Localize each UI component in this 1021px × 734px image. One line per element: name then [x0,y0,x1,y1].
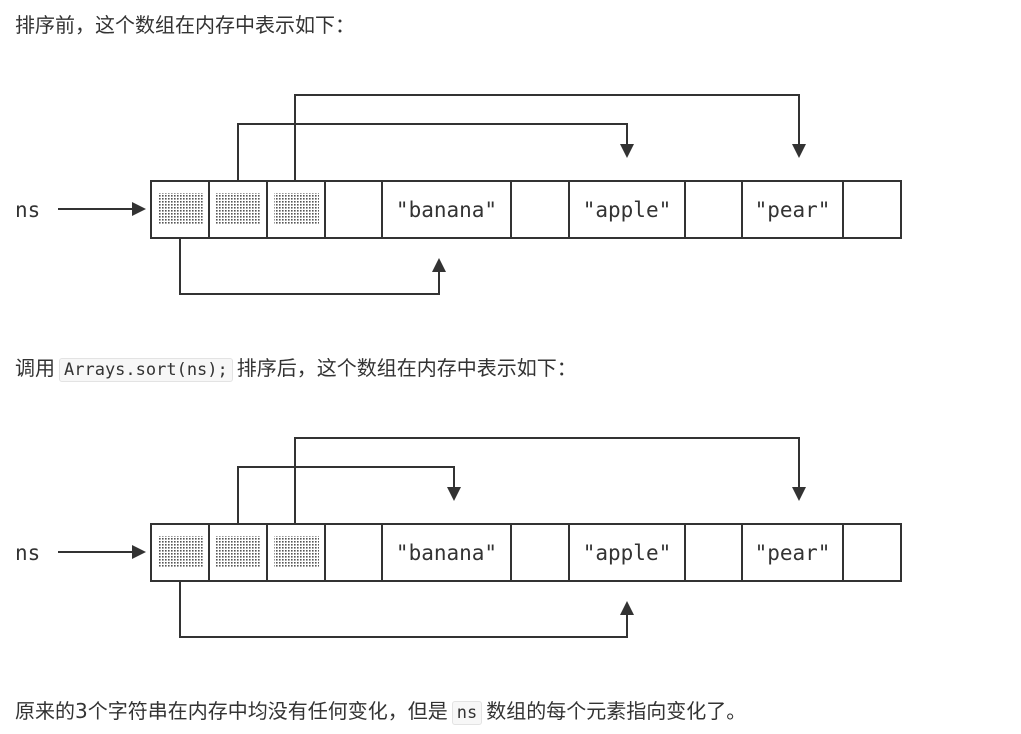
ns-arrow-head [132,202,146,216]
reference-cell-1 [216,536,261,568]
memory-diagram-after: ns "banana" "apple" "pear" [15,437,902,638]
pointer-arrow-1 [237,123,628,181]
pointer-arrow-1-head [620,144,634,158]
pointer-arrow-1 [237,466,455,524]
reference-cell-0 [158,536,203,568]
pointer-arrow-2-head [792,144,806,158]
memory-diagram-before: ns "banana" "apple" "pear" [15,94,902,295]
memory-block-outline [150,523,902,582]
paragraph-conclusion-prefix: 原来的3个字符串在内存中均没有任何变化，但是 [15,699,448,723]
inline-code-ns: ns [451,701,483,725]
string-cell-pear: "pear" [755,198,831,222]
variable-label-ns: ns [15,541,40,565]
pointer-arrow-0 [179,238,440,295]
paragraph-after-prefix: 调用 [15,356,55,380]
paragraph-before: 排序前，这个数组在内存中表示如下： [15,11,355,39]
pointer-arrow-0-head [620,601,634,615]
paragraph-conclusion-suffix: 数组的每个元素指向变化了。 [486,699,747,723]
pointer-arrow-0-head [432,258,446,272]
string-cell-banana: "banana" [396,541,497,565]
memory-block-outline [150,180,902,239]
pointer-arrow-1-head [447,487,461,501]
pointer-arrow-2 [294,437,800,524]
string-cell-apple: "apple" [583,541,672,565]
reference-cell-2 [274,193,319,225]
paragraph-after-suffix: 排序后，这个数组在内存中表示如下： [236,356,577,380]
ns-arrow-head [132,545,146,559]
reference-cell-0 [158,193,203,225]
reference-cell-1 [216,193,261,225]
reference-cell-2 [274,536,319,568]
variable-label-ns: ns [15,198,40,222]
pointer-arrow-2 [294,94,800,181]
pointer-arrow-2-head [792,487,806,501]
paragraph-before-text: 排序前，这个数组在内存中表示如下： [15,13,355,37]
string-cell-banana: "banana" [396,198,497,222]
inline-code-sort: Arrays.sort(ns); [59,358,233,382]
string-cell-apple: "apple" [583,198,672,222]
string-cell-pear: "pear" [755,541,831,565]
pointer-arrow-0 [179,581,628,638]
